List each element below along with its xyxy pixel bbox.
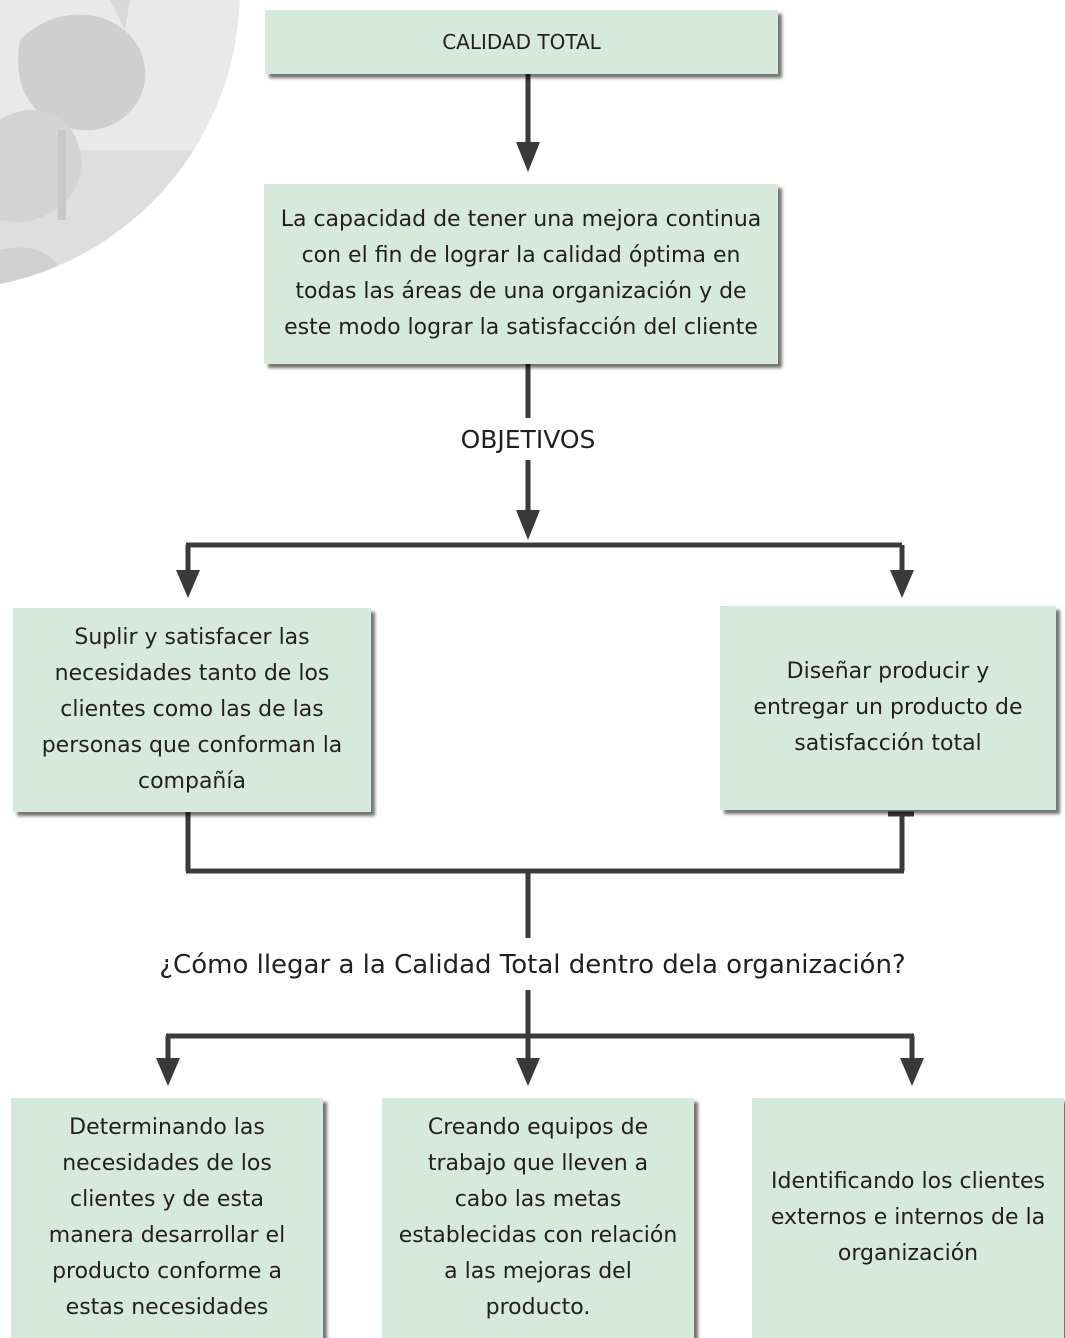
definition-text: La capacidad de tener una mejora continu… <box>280 207 762 340</box>
question-label: ¿Cómo llegar a la Calidad Total dentro d… <box>110 944 955 986</box>
method-box-left: Determinando las necesidades de los clie… <box>11 1098 323 1338</box>
method-text-left: Determinando las necesidades de los clie… <box>48 1115 286 1320</box>
objective-text-left: Suplir y satisfacer las necesidades tant… <box>41 625 343 794</box>
definition-box: La capacidad de tener una mejora continu… <box>264 184 778 364</box>
arrowhead-method-left <box>156 1058 180 1086</box>
arrowhead-definition <box>516 142 540 172</box>
title-box: CALIDAD TOTAL <box>265 10 778 74</box>
arrowhead-left-objective <box>176 570 200 598</box>
arrowhead-method-right <box>900 1058 924 1086</box>
method-box-center: Creando equipos de trabajo que lleven a … <box>382 1098 694 1338</box>
title-text: CALIDAD TOTAL <box>442 30 601 54</box>
decorative-photo <box>0 0 240 330</box>
arrowhead-right-objective <box>890 570 914 598</box>
method-text-right: Identificando los clientes externos e in… <box>770 1169 1046 1266</box>
objective-box-left: Suplir y satisfacer las necesidades tant… <box>13 608 371 812</box>
method-box-right: Identificando los clientes externos e in… <box>752 1098 1064 1338</box>
arrowhead-method-center <box>516 1058 540 1086</box>
arrowhead-objectives-branch <box>516 510 540 540</box>
objective-text-right: Diseñar producir y entregar un producto … <box>753 659 1023 756</box>
objectives-label: OBJETIVOS <box>428 422 628 458</box>
objective-box-right: Diseñar producir y entregar un producto … <box>720 606 1056 810</box>
method-text-center: Creando equipos de trabajo que lleven a … <box>398 1115 678 1320</box>
